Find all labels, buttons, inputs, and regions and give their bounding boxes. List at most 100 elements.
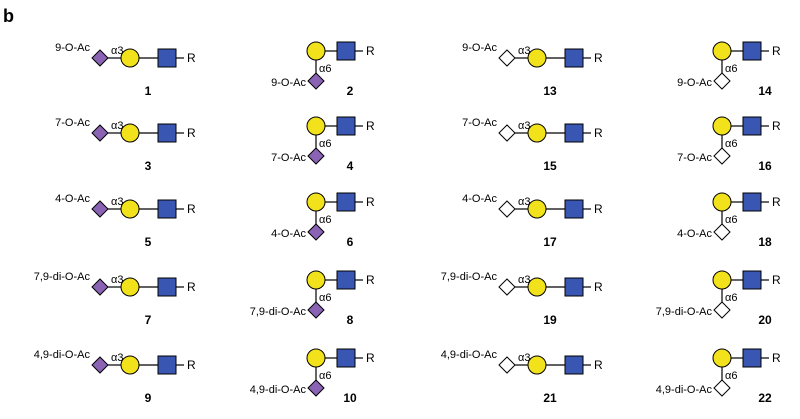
compound-number: 2 bbox=[347, 84, 354, 98]
sialic-acid-diamond-icon bbox=[713, 301, 731, 319]
compound-number: 22 bbox=[758, 391, 772, 405]
modification-label: 7-O-Ac bbox=[462, 117, 497, 129]
galactose-circle-icon bbox=[306, 348, 326, 368]
sialic-acid-diamond-icon bbox=[713, 379, 731, 397]
glcnac-square-icon bbox=[742, 348, 762, 368]
linkage-label: α3 bbox=[111, 120, 123, 132]
reducing-end-label: R bbox=[366, 351, 375, 365]
linkage-label: α3 bbox=[518, 196, 530, 208]
linkage-label: α6 bbox=[725, 214, 737, 226]
sialic-acid-diamond-icon bbox=[307, 223, 325, 241]
compound-number: 17 bbox=[543, 235, 557, 249]
galactose-circle-icon bbox=[120, 355, 140, 375]
linkage-label: α3 bbox=[518, 120, 530, 132]
galactose-circle-icon bbox=[527, 123, 547, 143]
galactose-circle-icon bbox=[712, 41, 732, 61]
compound-number: 13 bbox=[543, 84, 557, 98]
reducing-end-label: R bbox=[187, 280, 196, 294]
reducing-end-label: R bbox=[772, 119, 781, 133]
galactose-circle-icon bbox=[527, 199, 547, 219]
compound-number: 8 bbox=[347, 313, 354, 327]
glcnac-square-icon bbox=[157, 48, 177, 68]
sialic-acid-diamond-icon bbox=[498, 278, 516, 296]
galactose-circle-icon bbox=[712, 270, 732, 290]
compound-number: 9 bbox=[145, 391, 152, 405]
linkage-label: α6 bbox=[319, 292, 331, 304]
linkage-label: α6 bbox=[725, 292, 737, 304]
linkage-label: α6 bbox=[319, 138, 331, 150]
glcnac-square-icon bbox=[742, 192, 762, 212]
compound-number: 20 bbox=[758, 313, 772, 327]
sialic-acid-diamond-icon bbox=[307, 301, 325, 319]
reducing-end-label: R bbox=[594, 126, 603, 140]
linkage-label: α6 bbox=[725, 138, 737, 150]
glcnac-square-icon bbox=[336, 41, 356, 61]
sialic-acid-diamond-icon bbox=[307, 147, 325, 165]
linkage-label: α3 bbox=[518, 274, 530, 286]
linkage-label: α3 bbox=[111, 274, 123, 286]
reducing-end-label: R bbox=[594, 202, 603, 216]
sialic-acid-diamond-icon bbox=[307, 72, 325, 90]
modification-label: 4,9-di-O-Ac bbox=[250, 384, 307, 396]
modification-label: 7,9-di-O-Ac bbox=[250, 306, 307, 318]
glcnac-square-icon bbox=[564, 48, 584, 68]
reducing-end-label: R bbox=[772, 44, 781, 58]
modification-label: 7-O-Ac bbox=[55, 117, 90, 129]
compound-number: 4 bbox=[347, 159, 354, 173]
linkage-label: α6 bbox=[725, 370, 737, 382]
sialic-acid-diamond-icon bbox=[91, 124, 109, 142]
reducing-end-label: R bbox=[187, 51, 196, 65]
glcnac-square-icon bbox=[564, 123, 584, 143]
glcnac-square-icon bbox=[564, 277, 584, 297]
sialic-acid-diamond-icon bbox=[91, 278, 109, 296]
sialic-acid-diamond-icon bbox=[307, 379, 325, 397]
galactose-circle-icon bbox=[120, 199, 140, 219]
modification-label: 9-O-Ac bbox=[55, 42, 90, 54]
reducing-end-label: R bbox=[187, 202, 196, 216]
modification-label: 4,9-di-O-Ac bbox=[656, 384, 713, 396]
glcnac-square-icon bbox=[564, 355, 584, 375]
sialic-acid-diamond-icon bbox=[713, 147, 731, 165]
modification-label: 4,9-di-O-Ac bbox=[441, 349, 498, 361]
compound-number: 7 bbox=[145, 313, 152, 327]
galactose-circle-icon bbox=[120, 123, 140, 143]
modification-label: 4,9-di-O-Ac bbox=[34, 349, 91, 361]
galactose-circle-icon bbox=[527, 48, 547, 68]
galactose-circle-icon bbox=[712, 116, 732, 136]
reducing-end-label: R bbox=[366, 44, 375, 58]
glcnac-square-icon bbox=[157, 123, 177, 143]
panel-label: b bbox=[3, 6, 14, 26]
compound-number: 16 bbox=[758, 159, 772, 173]
reducing-end-label: R bbox=[366, 119, 375, 133]
galactose-circle-icon bbox=[306, 116, 326, 136]
glcnac-square-icon bbox=[336, 348, 356, 368]
modification-label: 9-O-Ac bbox=[462, 42, 497, 54]
modification-label: 4-O-Ac bbox=[55, 193, 90, 205]
sialic-acid-diamond-icon bbox=[713, 223, 731, 241]
reducing-end-label: R bbox=[594, 280, 603, 294]
galactose-circle-icon bbox=[120, 277, 140, 297]
sialic-acid-diamond-icon bbox=[91, 356, 109, 374]
linkage-label: α3 bbox=[111, 196, 123, 208]
compound-number: 6 bbox=[347, 235, 354, 249]
modification-label: 4-O-Ac bbox=[677, 228, 712, 240]
compound-number: 19 bbox=[543, 313, 557, 327]
compound-number: 18 bbox=[758, 235, 772, 249]
glcnac-square-icon bbox=[157, 355, 177, 375]
glcnac-square-icon bbox=[742, 41, 762, 61]
sialic-acid-diamond-icon bbox=[498, 200, 516, 218]
compound-number: 1 bbox=[145, 84, 152, 98]
